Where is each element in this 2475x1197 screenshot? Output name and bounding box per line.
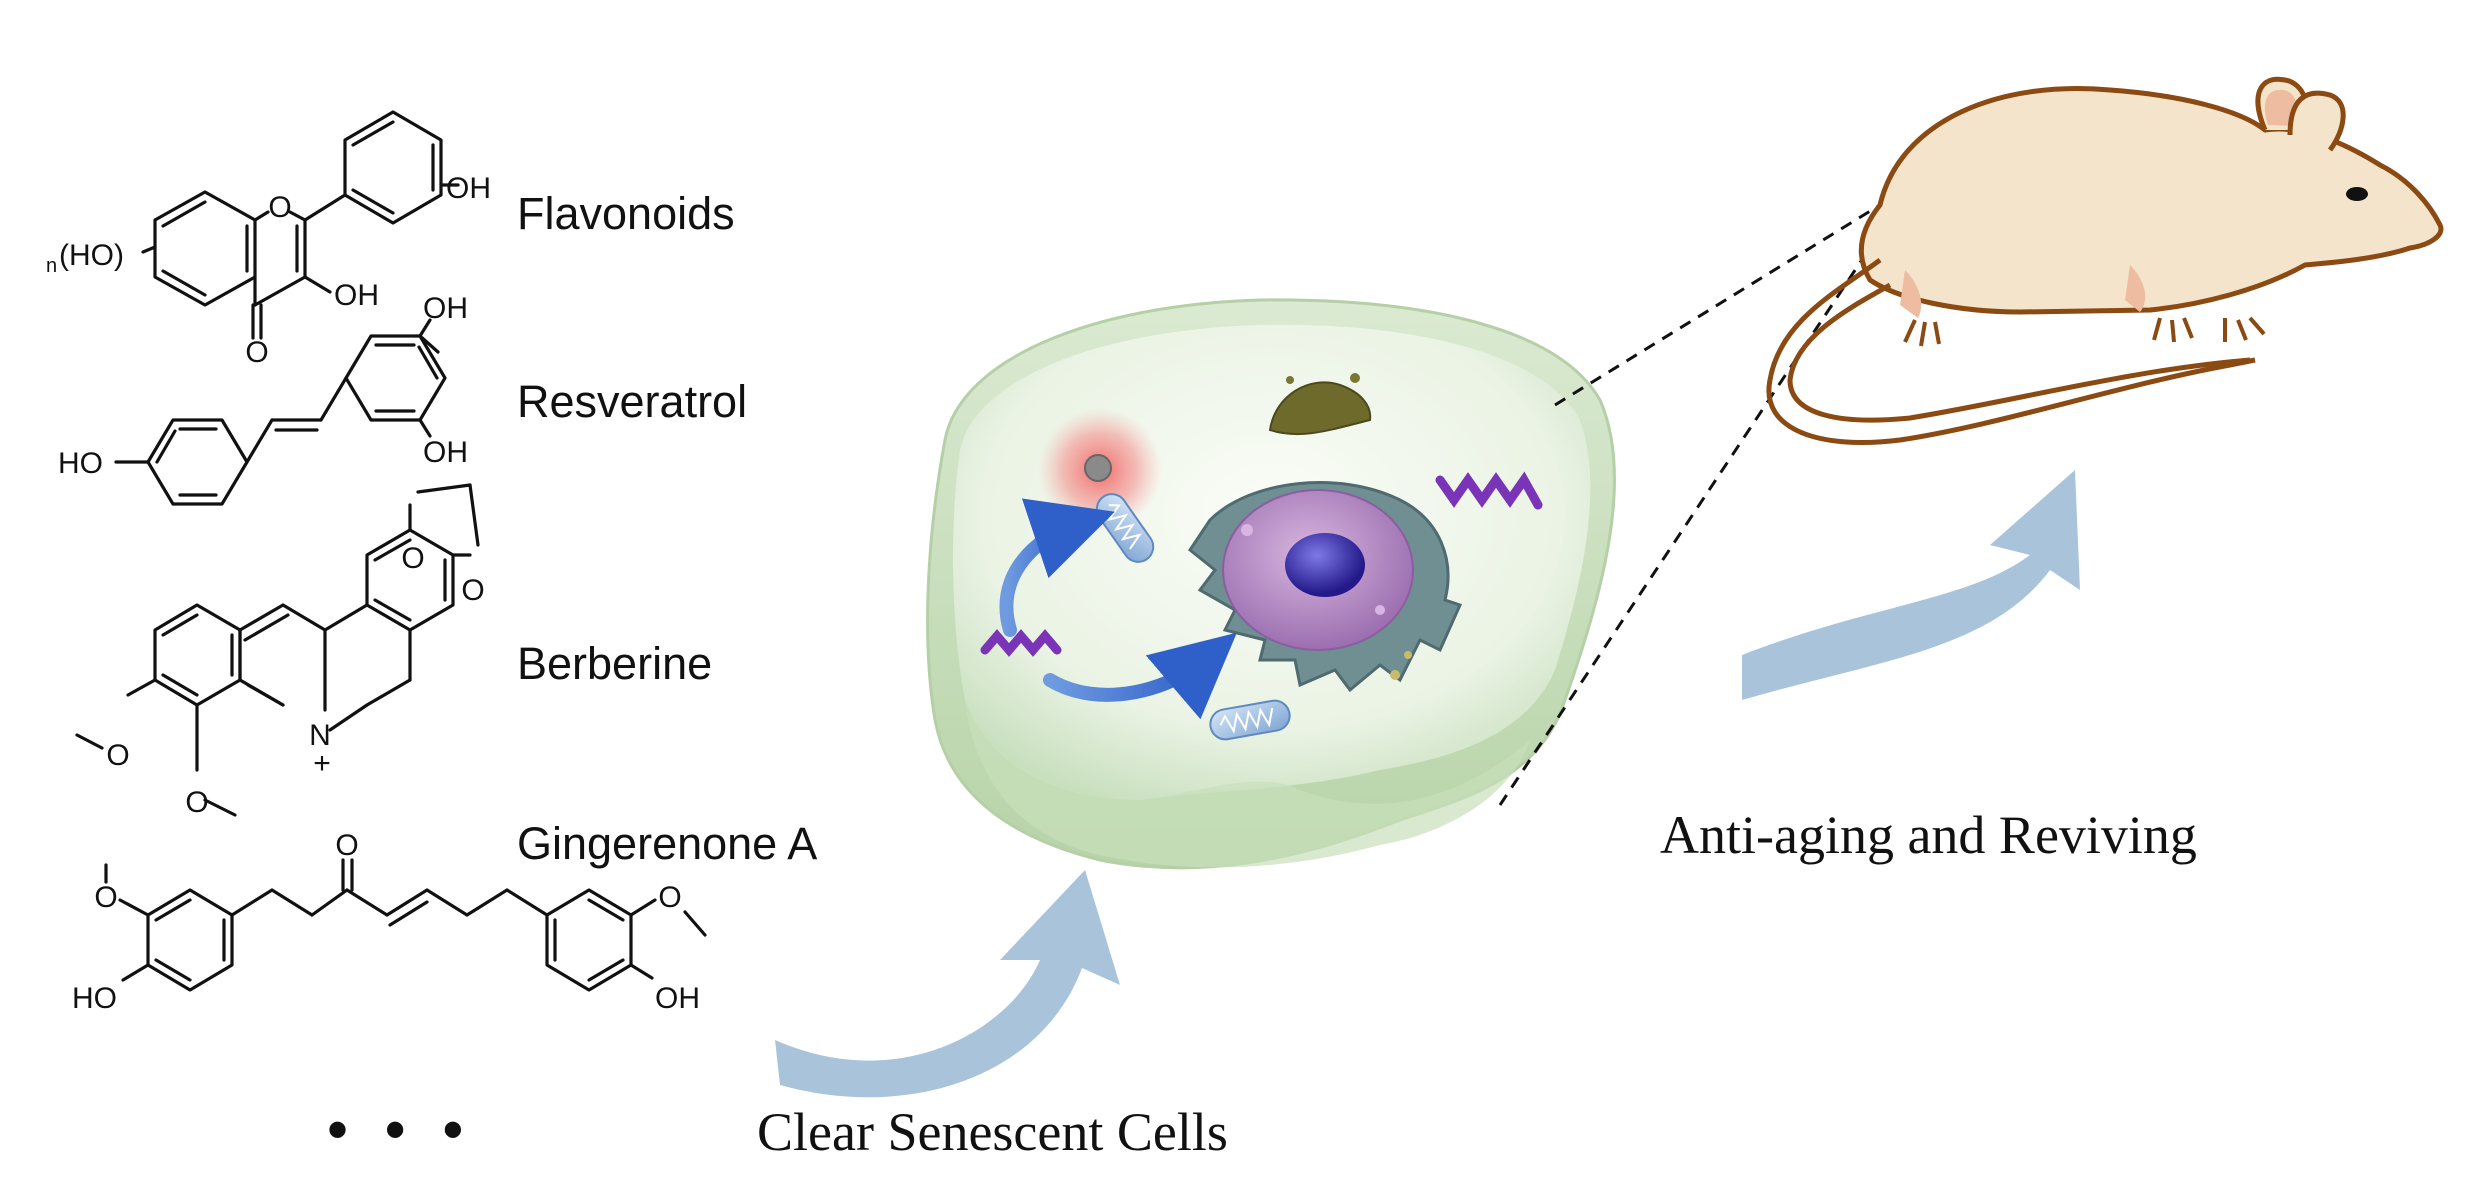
vesicle-dot bbox=[1390, 670, 1400, 680]
methoxy-right-label: O bbox=[658, 881, 681, 914]
signal-arrow-icon bbox=[1043, 632, 1237, 720]
zoom-line bbox=[1554, 203, 1881, 407]
aggregate-particle bbox=[1350, 373, 1360, 383]
mouse-icon bbox=[1766, 76, 2444, 445]
hydroxyl-right-label: OH bbox=[655, 982, 700, 1015]
more-compounds-ellipsis: • • • bbox=[327, 1096, 473, 1163]
caption-anti-aging: Anti-aging and Reviving bbox=[1660, 805, 2197, 865]
signal-icon bbox=[1435, 471, 1543, 510]
zoom-line bbox=[1498, 209, 1897, 806]
methoxy-oxygen-2-label: O bbox=[185, 786, 208, 819]
hydroxyl-bottom-label: OH bbox=[423, 436, 468, 469]
revive-arrow-icon bbox=[1742, 470, 2080, 700]
mouse-eye bbox=[2346, 187, 2368, 201]
vesicle-icon bbox=[1084, 454, 1112, 482]
ketone-oxygen-label: O bbox=[335, 829, 358, 862]
hydroxyl-label: OH bbox=[334, 279, 379, 312]
polyhydroxy-label: (HO) bbox=[59, 239, 124, 272]
aggregate-particle bbox=[1286, 376, 1294, 384]
dioxole-oxygen-1-label: O bbox=[401, 542, 424, 575]
compound-name-berberine: Berberine bbox=[517, 638, 712, 689]
positive-charge-label: + bbox=[313, 747, 331, 780]
mouse-leg-shade bbox=[1900, 270, 1922, 318]
hydroxyl-left-label: HO bbox=[72, 982, 117, 1015]
chromatin-dot bbox=[1375, 605, 1385, 615]
berberine-structure: O O N + O O bbox=[75, 483, 485, 819]
signal-icon bbox=[980, 629, 1062, 657]
compound-name-flavonoids: Flavonoids bbox=[517, 188, 735, 239]
resveratrol-structure: HO OH OH bbox=[58, 292, 468, 506]
nitrogen-label: N bbox=[309, 719, 331, 752]
vesicle-dot bbox=[1404, 651, 1412, 659]
flavonoid-structure: O O OH OH n (HO) bbox=[46, 110, 491, 369]
signal-arrow-icon bbox=[999, 498, 1115, 637]
hydroxyl-top-label: OH bbox=[423, 292, 468, 325]
methoxy-left-label: O bbox=[94, 881, 117, 914]
phenyl-hydroxyl-label: OH bbox=[446, 172, 491, 205]
chromatin-dot bbox=[1241, 524, 1253, 536]
caption-clear-senescent: Clear Senescent Cells bbox=[757, 1102, 1228, 1162]
methoxy-oxygen-1-label: O bbox=[106, 739, 129, 772]
mouse-leg-shade bbox=[2125, 265, 2146, 312]
subscript-n-label: n bbox=[46, 255, 57, 277]
compound-name-gingerenone-a: Gingerenone A bbox=[517, 818, 817, 869]
compound-name-resveratrol: Resveratrol bbox=[517, 376, 747, 427]
hydroxyl-left-label: HO bbox=[58, 447, 103, 480]
carbonyl-oxygen-label: O bbox=[245, 336, 268, 369]
clear-arrow-icon bbox=[775, 870, 1120, 1098]
ring-oxygen-label: O bbox=[268, 191, 291, 224]
dioxole-oxygen-2-label: O bbox=[461, 574, 484, 607]
aggregate-icon bbox=[1268, 381, 1372, 436]
gingerenone-structure: O O HO O OH bbox=[72, 829, 707, 1015]
nucleolus-icon bbox=[1285, 533, 1365, 597]
